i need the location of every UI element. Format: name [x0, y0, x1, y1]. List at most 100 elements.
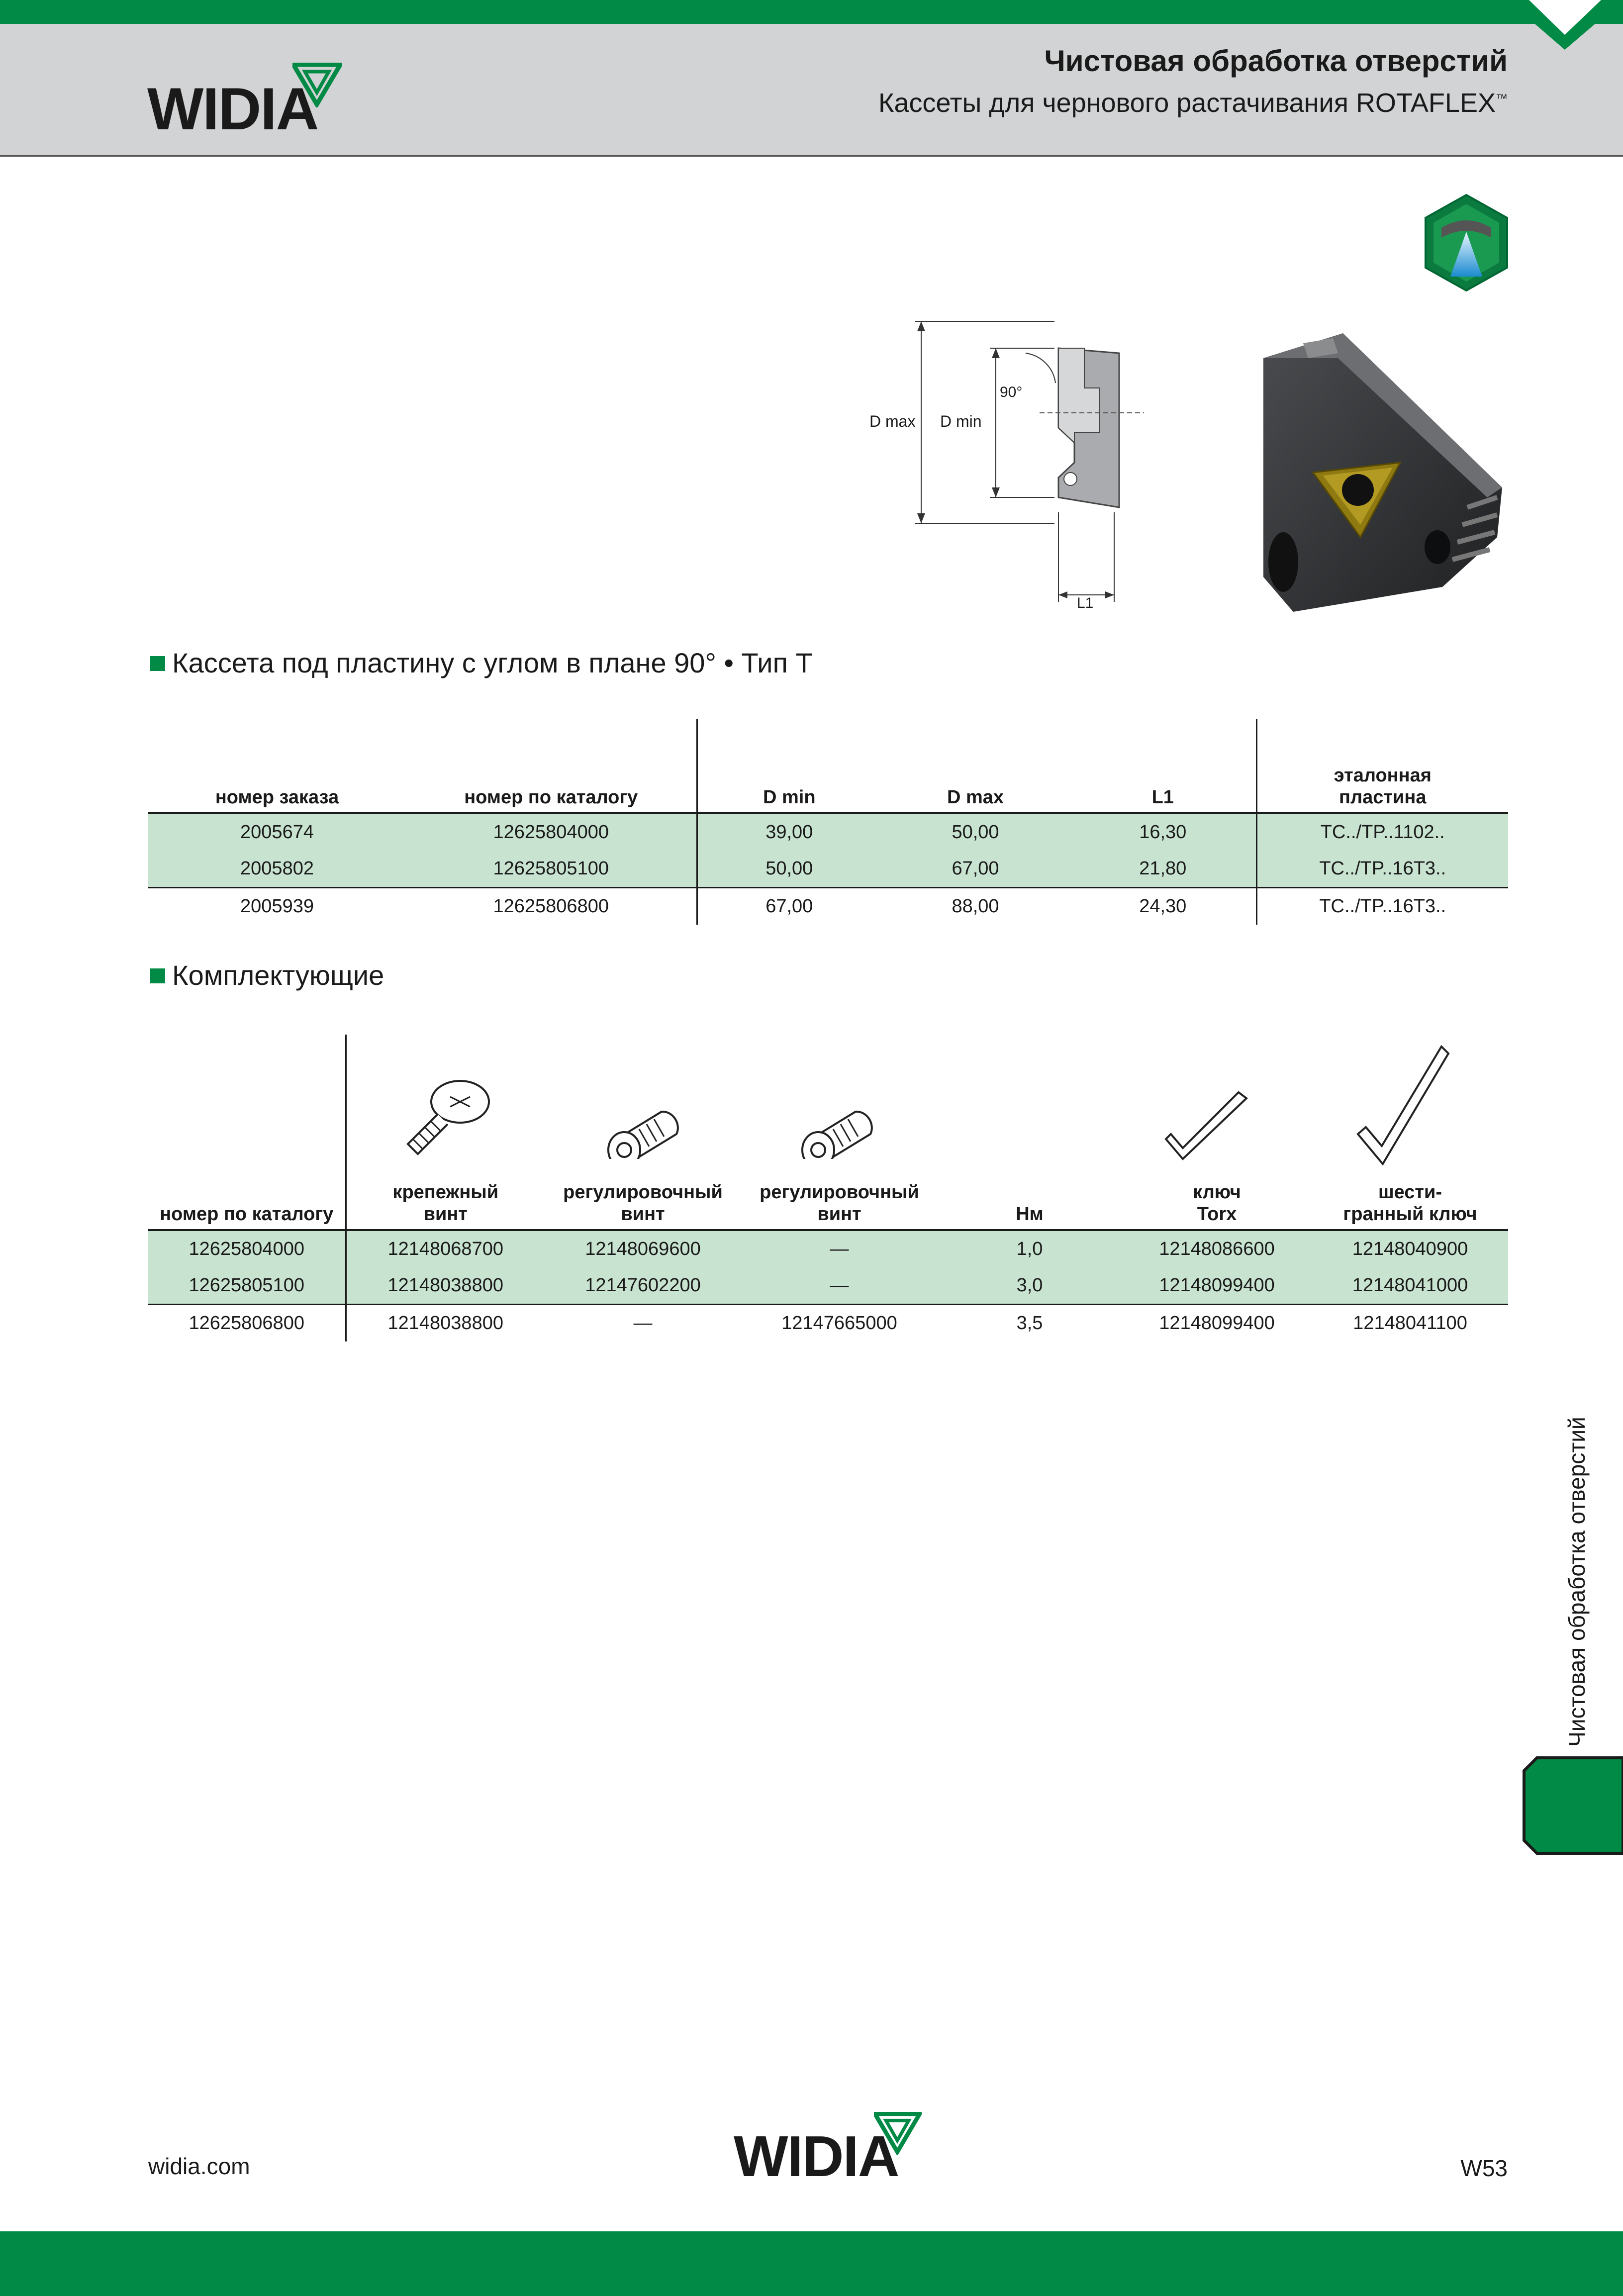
widia-triangle-icon: [292, 63, 342, 107]
page-title: Чистовая обработка отверстий: [1044, 44, 1508, 78]
cell-clamp-screw: 12148038800: [387, 1313, 503, 1334]
table-row: 12625806800 12148038800 — 12147665000 3,…: [148, 1304, 1508, 1341]
widia-triangle-icon: [874, 2112, 922, 2155]
cartridge-table: номер заказа номер по каталогу D min D m…: [148, 719, 1508, 925]
col-adj1-line1: регулировочный: [563, 1182, 723, 1203]
section-bullet-icon: [150, 968, 165, 983]
cell-insert: TC../TP..16T3..: [1256, 851, 1508, 888]
col-adj2-line2: винт: [817, 1204, 861, 1225]
cell-catalog: 12625804000: [148, 1230, 347, 1267]
cell-dmax: 88,00: [952, 896, 999, 917]
cell-hex-key: 12148040900: [1312, 1230, 1508, 1267]
col-torque: Нм: [938, 1035, 1122, 1231]
cell-catalog: 12625805100: [406, 851, 698, 888]
col-catalog-number: номер по каталогу: [406, 719, 698, 814]
col-clamp-screw-line2: винт: [423, 1204, 468, 1225]
cell-hex-key: 12148041100: [1353, 1313, 1467, 1334]
cell-clamp-screw: 12148068700: [346, 1230, 545, 1267]
section2-title: Комплектующие: [150, 959, 384, 991]
table-row: 2005939 12625806800 67,00 88,00 24,30 TC…: [148, 887, 1508, 925]
cell-l1: 21,80: [1070, 851, 1257, 888]
col-ref-line1: эталонная: [1334, 765, 1432, 786]
col-torx-line1: ключ: [1193, 1182, 1241, 1203]
cell-adj-screw-2: 12147665000: [781, 1313, 897, 1334]
cell-torque: 3,5: [1016, 1313, 1043, 1334]
col-dmin: D min: [697, 719, 881, 814]
table-row: 2005802 12625805100 50,00 67,00 21,80 TC…: [148, 851, 1508, 888]
side-tab-marker: [1523, 1756, 1623, 1855]
cell-order: 2005802: [148, 851, 406, 888]
cell-clamp-screw: 12148038800: [346, 1267, 545, 1305]
table-row: 2005674 12625804000 39,00 50,00 16,30 TC…: [148, 813, 1508, 851]
cell-catalog: 12625805100: [148, 1267, 347, 1305]
cell-dmin: 50,00: [697, 851, 881, 888]
cell-hex-key: 12148041000: [1312, 1267, 1508, 1305]
cell-torx-key: 12148086600: [1122, 1230, 1312, 1267]
footer-logo-text: WIDIA: [734, 2124, 899, 2189]
cell-dmax: 50,00: [881, 813, 1070, 851]
cell-adj-screw-2: —: [741, 1267, 938, 1305]
side-tab-label: Чистовая обработка отверстий: [1547, 1417, 1607, 1747]
col-dmax: D max: [881, 719, 1070, 814]
cell-adj-screw: —: [633, 1313, 653, 1334]
section2-title-text: Комплектующие: [172, 959, 384, 991]
cell-order: 2005939: [240, 896, 314, 917]
table-header-row: номер заказа номер по каталогу D min D m…: [148, 719, 1508, 814]
footer-green-bar: [0, 2231, 1623, 2296]
page-header: [0, 24, 1623, 157]
cartridge-dimension-drawing: D max D min 90° L1: [869, 321, 1144, 611]
col-order-number: номер заказа: [148, 719, 406, 814]
cell-adj-screw: 12147602200: [545, 1267, 741, 1305]
section-bullet-icon: [150, 656, 165, 671]
page-number: W53: [1460, 2155, 1508, 2181]
cell-adj-screw-2: —: [741, 1230, 938, 1267]
cell-order: 2005674: [148, 813, 406, 851]
table-row: 12625804000 12148068700 12148069600 — 1,…: [148, 1230, 1508, 1267]
cell-dmin: 39,00: [697, 813, 881, 851]
cell-catalog: 12625806800: [406, 887, 698, 925]
col-hex-line2: гранный ключ: [1343, 1204, 1477, 1225]
cell-dmin: 67,00: [765, 896, 813, 917]
footer-logo: WIDIA: [734, 2112, 922, 2190]
col-adj2-line1: регулировочный: [760, 1182, 919, 1203]
col-hex-key: шести-гранный ключ: [1312, 1035, 1508, 1231]
cell-l1: 16,30: [1070, 813, 1257, 851]
col-catalog-number: номер по каталогу: [148, 1035, 347, 1231]
cell-torque: 3,0: [938, 1267, 1122, 1305]
cell-catalog: 12625804000: [406, 813, 698, 851]
corner-triangle-icon: [1507, 0, 1623, 50]
section1-title: Кассета под пластину с углом в плане 90°…: [150, 647, 813, 679]
cell-insert: TC../TP..16T3..: [1319, 896, 1446, 917]
cell-dmax: 67,00: [881, 851, 1070, 888]
cell-torx-key: 12148099400: [1122, 1267, 1312, 1305]
subtitle-tm: ™: [1496, 92, 1508, 105]
col-ref-line2: пластина: [1339, 787, 1427, 808]
side-tab-text: Чистовая обработка отверстий: [1564, 1417, 1590, 1747]
cell-torx-key: 12148099400: [1159, 1313, 1275, 1334]
top-green-bar: [0, 0, 1623, 24]
col-clamp-screw-line1: крепежный: [392, 1182, 499, 1203]
cell-l1: 24,30: [1070, 887, 1257, 925]
col-torx-line2: Torx: [1197, 1204, 1237, 1225]
dmin-label: D min: [940, 412, 982, 430]
page-subtitle: Кассеты для чернового растачивания ROTAF…: [878, 88, 1508, 118]
cell-insert: TC../TP..1102..: [1256, 813, 1508, 851]
header-logo: WIDIA: [147, 63, 342, 143]
website-link[interactable]: widia.com: [148, 2153, 250, 2179]
boring-hexagon-icon: [1425, 193, 1508, 292]
col-l1: L1: [1070, 719, 1257, 814]
col-hex-line1: шести-: [1378, 1182, 1442, 1203]
angle-label: 90°: [1000, 384, 1022, 400]
dmax-label: D max: [869, 412, 915, 430]
table-row: 12625805100 12148038800 12147602200 — 3,…: [148, 1267, 1508, 1305]
section1-title-text: Кассета под пластину с углом в плане 90°…: [172, 647, 813, 678]
cartridge-product-image: [1263, 333, 1502, 612]
cell-adj-screw: 12148069600: [545, 1230, 741, 1267]
